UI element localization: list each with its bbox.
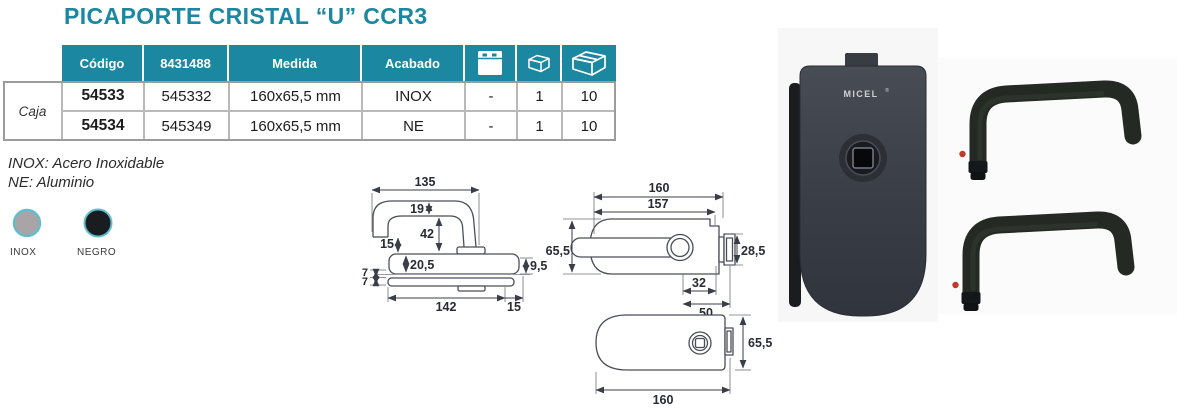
finish-note-inox: INOX: Acero Inoxidable — [8, 155, 165, 172]
swatch-inox — [7, 205, 45, 241]
column-header-unit-box — [517, 45, 560, 81]
negro-color-swatch-icon — [83, 208, 113, 238]
swatch-negro-label: NEGRO — [77, 247, 117, 258]
column-header-codigo: Código — [62, 45, 142, 81]
brand-text: MICEL — [844, 89, 879, 99]
column-header-ean: 8431488 — [144, 45, 227, 81]
dim-7a: 7 — [362, 267, 368, 279]
cell-medida: 160x65,5 mm — [229, 111, 362, 141]
cell-master-pack: 10 — [562, 111, 616, 141]
blister-pack-icon — [478, 51, 502, 75]
master-carton-icon — [572, 51, 606, 76]
swatch-negro — [78, 205, 116, 241]
drawing-front-view: 65,5 160 — [595, 314, 772, 407]
unit-box-icon — [527, 54, 550, 73]
dim-160: 160 — [653, 393, 674, 407]
cell-master-pack: 10 — [562, 81, 616, 111]
handle-collar — [968, 161, 988, 173]
brand-registered-mark: ® — [885, 87, 889, 94]
lock-body-photo: MICEL ® — [778, 28, 938, 322]
inox-color-swatch-icon — [12, 208, 42, 238]
dim-160: 160 — [649, 181, 670, 195]
dim-42: 42 — [420, 227, 434, 241]
dim-9-5: 9,5 — [530, 259, 547, 273]
row-group-label: Caja — [3, 81, 62, 141]
cell-acabado: NE — [362, 111, 465, 141]
handle-neck-tip — [970, 172, 986, 180]
spindle-hole — [839, 134, 887, 182]
swatch-inox-label: INOX — [10, 247, 37, 258]
handle-red-dot — [959, 150, 966, 158]
cell-ean: 545349 — [144, 111, 229, 141]
cell-unit-pack: 1 — [517, 111, 562, 141]
lock-body — [799, 65, 927, 317]
dim-32: 32 — [692, 276, 706, 290]
dim-15: 15 — [380, 237, 394, 251]
lock-side-edge — [789, 83, 801, 307]
cell-blister: - — [465, 81, 517, 111]
drawing-top-view: 160 157 65,5 28,5 32 50 — [546, 181, 765, 320]
dim-157: 157 — [648, 197, 669, 211]
column-header-acabado: Acabado — [362, 45, 463, 81]
handles-photo — [938, 58, 1177, 314]
cell-unit-pack: 1 — [517, 81, 562, 111]
dim-20-5: 20,5 — [410, 258, 434, 272]
table-corner-spacer — [3, 45, 62, 81]
cell-blister: - — [465, 111, 517, 141]
finish-note-ne: NE: Aluminio — [8, 174, 95, 191]
dim-15b: 15 — [507, 300, 521, 314]
cell-codigo: 54534 — [62, 111, 144, 141]
cell-ean: 545332 — [144, 81, 229, 111]
column-header-master-box — [562, 45, 616, 81]
dim-135: 135 — [415, 175, 436, 189]
cell-medida: 160x65,5 mm — [229, 81, 362, 111]
dim-19: 19 — [410, 202, 424, 216]
page-title: PICAPORTE CRISTAL “U” CCR3 — [64, 3, 428, 29]
column-header-blister — [465, 45, 515, 81]
dim-142: 142 — [436, 300, 457, 314]
dim-65-5: 65,5 — [748, 336, 772, 350]
cell-acabado: INOX — [362, 81, 465, 111]
column-header-medida: Medida — [229, 45, 360, 81]
dim-28-5: 28,5 — [741, 244, 765, 258]
handle-photo-top — [959, 80, 1142, 180]
dim-65-5: 65,5 — [546, 244, 570, 258]
drawing-side-view: 135 19 42 15 20,5 9,5 7 7 142 15 — [362, 175, 548, 314]
product-table: Código 8431488 Medida Acabado — [3, 45, 616, 141]
dim-7b: 7 — [362, 276, 368, 288]
finish-notes: INOX: Acero Inoxidable NE: Aluminio — [8, 154, 164, 192]
cell-codigo: 54533 — [62, 81, 144, 111]
